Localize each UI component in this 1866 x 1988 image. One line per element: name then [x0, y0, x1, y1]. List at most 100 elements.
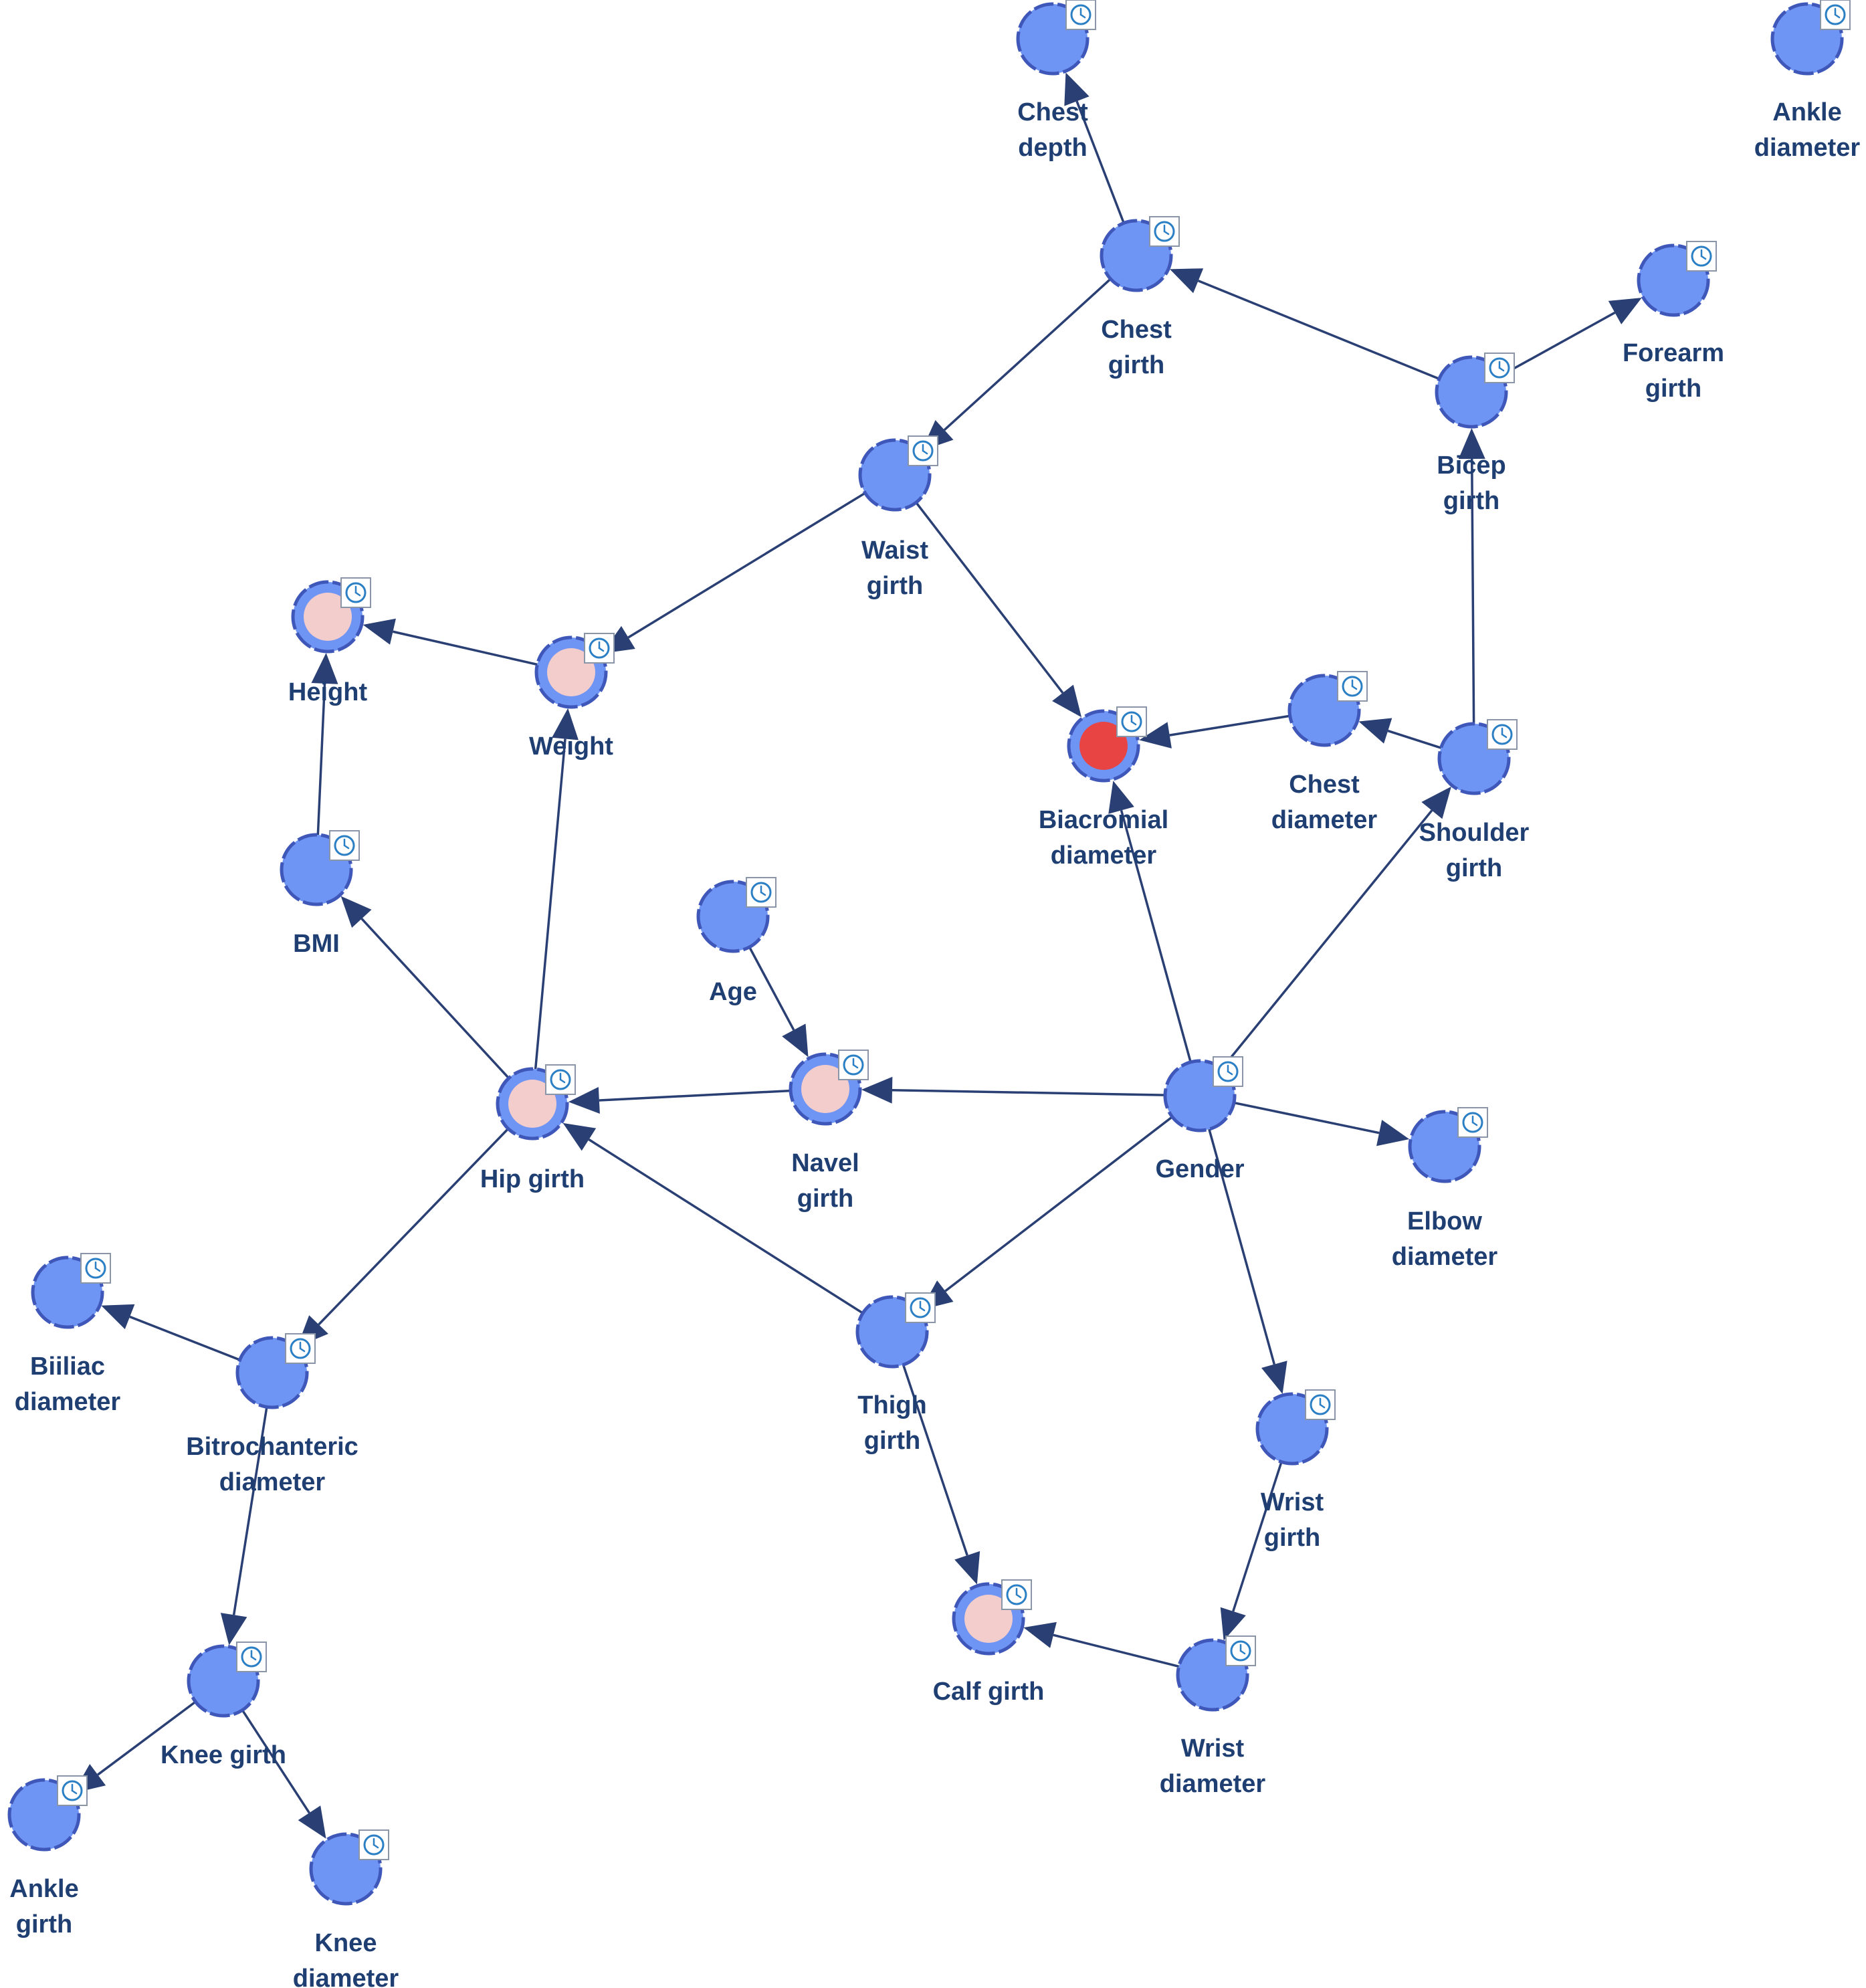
edge-line: [944, 1116, 1173, 1292]
node-label: Wrist: [1181, 1734, 1245, 1763]
edge-chest-girth-to-waist-girth: [921, 278, 1112, 451]
edge-gender-to-shoulder-girth: [1221, 786, 1451, 1070]
edge-hip-girth-to-weight: [534, 708, 579, 1070]
node-label: Knee girth: [161, 1741, 286, 1769]
arrowhead: [1139, 722, 1172, 749]
node-label: Chest: [1017, 98, 1088, 126]
edge-bicep-girth-to-chest-girth: [1170, 268, 1440, 381]
edge-line: [232, 1407, 268, 1615]
node-evidence-marker: [508, 1080, 556, 1128]
edge-gender-to-thigh-girth: [920, 1116, 1173, 1310]
edge-bitrochanteric-diameter-to-biiliac-diameter: [101, 1304, 241, 1361]
clock-icon: [1484, 353, 1515, 383]
node-label: girth: [864, 1427, 920, 1455]
clock-icon: [908, 435, 938, 466]
node-label: Elbow: [1407, 1207, 1482, 1235]
node-label: Gender: [1155, 1155, 1244, 1183]
node-label: diameter: [1160, 1770, 1266, 1798]
edge-hip-girth-to-bitrochanteric-diameter: [297, 1128, 510, 1347]
arrowhead: [1108, 781, 1134, 814]
node-elbow-diameter[interactable]: Elbow diameter: [1392, 1107, 1498, 1271]
node-label: diameter: [1392, 1243, 1498, 1271]
edge-line: [1501, 311, 1616, 377]
arrowhead: [954, 1551, 980, 1585]
node-label: Chest: [1289, 771, 1360, 799]
clock-icon: [236, 1642, 267, 1672]
node-label: girth: [1108, 351, 1164, 379]
node-label: Biacromial: [1039, 806, 1168, 834]
edge-chest-girth-to-chest-depth: [1064, 72, 1125, 224]
clock-icon: [57, 1775, 88, 1806]
clock-icon: [545, 1064, 576, 1095]
arrowhead: [552, 708, 579, 740]
node-label: Age: [709, 978, 757, 1006]
clock-icon: [746, 877, 776, 908]
node-hip-girth[interactable]: Hip girth: [480, 1064, 585, 1193]
arrowhead: [568, 1087, 600, 1114]
node-wrist-diameter[interactable]: Wrist diameter: [1160, 1635, 1266, 1798]
edge-line: [902, 1364, 968, 1556]
node-label: Bicep: [1437, 452, 1506, 480]
edge-gender-to-biacromial-diameter: [1108, 781, 1192, 1063]
edge-line: [1233, 1101, 1380, 1134]
node-label: diameter: [1271, 806, 1378, 834]
clock-icon: [1225, 1635, 1256, 1666]
arrowhead: [1358, 718, 1392, 744]
node-gender[interactable]: Gender: [1155, 1056, 1245, 1183]
node-evidence-marker: [964, 1595, 1013, 1643]
node-weight[interactable]: Weight: [529, 633, 615, 761]
node-label: diameter: [219, 1468, 326, 1496]
node-calf-girth[interactable]: Calf girth: [933, 1579, 1045, 1706]
edge-age-to-navel-girth: [748, 947, 809, 1058]
arrowhead: [1376, 1120, 1410, 1147]
edge-line: [97, 1700, 197, 1776]
node-label: Bitrochanteric: [186, 1433, 358, 1461]
arrowhead: [562, 1122, 597, 1151]
arrowhead: [1220, 1607, 1246, 1641]
node-label: girth: [16, 1910, 72, 1939]
edge-thigh-girth-to-calf-girth: [902, 1364, 980, 1585]
edge-wrist-girth-to-wrist-diameter: [1220, 1461, 1283, 1641]
node-chest-diameter[interactable]: Chest diameter: [1271, 671, 1378, 834]
arrowhead: [1261, 1361, 1287, 1394]
edge-line: [943, 278, 1112, 431]
arrowhead: [782, 1023, 809, 1058]
node-height[interactable]: Height: [288, 577, 371, 706]
clock-icon: [1457, 1107, 1488, 1138]
arrowhead: [1421, 786, 1451, 819]
edge-bmi-to-height: [311, 652, 338, 835]
node-label: Weight: [529, 732, 613, 761]
node-label: girth: [797, 1185, 853, 1213]
clock-icon: [285, 1333, 316, 1364]
edge-line: [1120, 809, 1192, 1063]
node-bitrochanteric-diameter[interactable]: Bitrochanteric diameter: [186, 1333, 358, 1496]
arrowhead: [340, 896, 372, 928]
node-age[interactable]: Age: [696, 877, 776, 1006]
clock-icon: [358, 1829, 389, 1860]
clock-icon: [1686, 241, 1717, 272]
node-knee-girth[interactable]: Knee girth: [161, 1642, 286, 1769]
clock-icon: [1337, 671, 1368, 702]
edge-line: [599, 1089, 791, 1102]
edge-bitrochanteric-diameter-to-knee-girth: [220, 1407, 268, 1646]
arrowhead: [1052, 684, 1082, 718]
edge-hip-girth-to-bmi: [340, 896, 510, 1079]
edge-gender-to-wrist-girth: [1208, 1128, 1287, 1394]
node-bmi[interactable]: BMI: [280, 830, 360, 958]
